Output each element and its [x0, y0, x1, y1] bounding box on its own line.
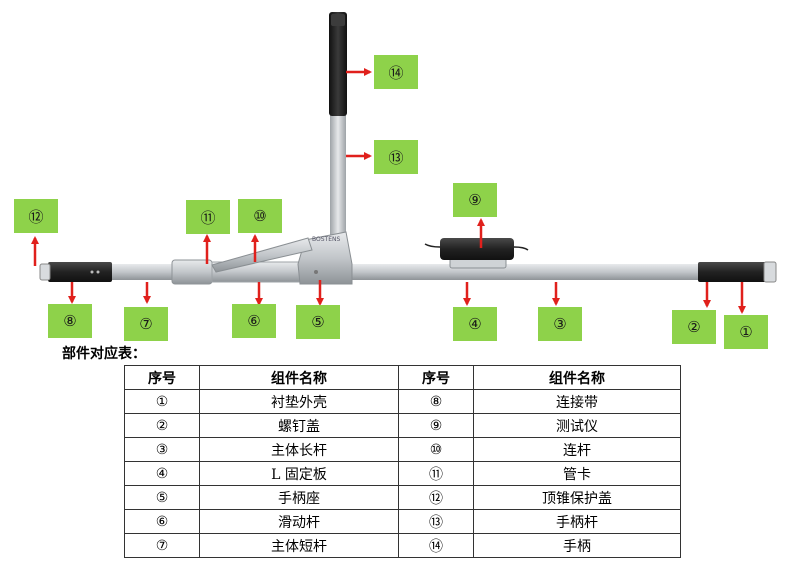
- callout-9: ⑨: [453, 183, 497, 217]
- cell-part: 手柄: [473, 533, 681, 558]
- cell-part: 滑动杆: [199, 509, 399, 534]
- callout-10: ⑩: [238, 199, 282, 233]
- callout-6: ⑥: [232, 304, 276, 338]
- callout-11: ⑪: [186, 200, 230, 234]
- callout-5: ⑤: [296, 305, 340, 339]
- cell-part: 连杆: [473, 437, 681, 462]
- cell-part: 顶锥保护盖: [473, 485, 681, 510]
- handle-grip: [329, 12, 347, 116]
- cell-index: ⑫: [398, 485, 474, 510]
- cell-index: ⑩: [398, 437, 474, 462]
- cell-index: ④: [124, 461, 200, 486]
- table-header-row: 序号 组件名称 序号 组件名称: [124, 365, 681, 390]
- cell-part: 主体长杆: [199, 437, 399, 462]
- cell-part: 连接带: [473, 389, 681, 414]
- callout-7: ⑦: [124, 307, 168, 341]
- cell-index: ⑦: [124, 533, 200, 558]
- header-component: 组件名称: [473, 365, 681, 390]
- cell-part: 管卡: [473, 461, 681, 486]
- handle-rod: [330, 110, 346, 270]
- header-index: 序号: [398, 365, 474, 390]
- legend-title: 部件对应表：: [62, 346, 146, 362]
- tester-body: [440, 238, 514, 260]
- right-end-grip: [698, 262, 766, 282]
- cell-part: 主体短杆: [199, 533, 399, 558]
- callout-8: ⑧: [48, 304, 92, 338]
- link-rod: [211, 237, 313, 273]
- callout-12: ⑫: [14, 199, 58, 233]
- cell-part: 手柄座: [199, 485, 399, 510]
- cell-index: ③: [124, 437, 200, 462]
- callout-1: ①: [724, 315, 768, 349]
- left-end-grip: [48, 262, 112, 282]
- callout-2: ②: [672, 310, 716, 344]
- cell-part: 螺钉盖: [199, 413, 399, 438]
- cell-index: ①: [124, 389, 200, 414]
- header-component: 组件名称: [199, 365, 399, 390]
- cell-index: ⑬: [398, 509, 474, 534]
- cell-part: 手柄杆: [473, 509, 681, 534]
- cell-index: ⑨: [398, 413, 474, 438]
- tool-diagram: BOSTENS: [31, 12, 777, 314]
- cell-part: L 固定板: [199, 461, 399, 486]
- handle-seat: [297, 231, 353, 285]
- callout-14: ⑭: [374, 55, 418, 89]
- callout-13: ⑬: [374, 140, 418, 174]
- header-index: 序号: [124, 365, 200, 390]
- callout-3: ③: [538, 307, 582, 341]
- device-label: BOSTENS: [312, 236, 340, 243]
- cell-index: ⑤: [124, 485, 200, 510]
- cell-part: 衬垫外壳: [199, 389, 399, 414]
- cell-index: ②: [124, 413, 200, 438]
- cell-part: 测试仪: [473, 413, 681, 438]
- cell-index: ⑧: [398, 389, 474, 414]
- cell-index: ⑭: [398, 533, 474, 558]
- cell-index: ⑪: [398, 461, 474, 486]
- cell-index: ⑥: [124, 509, 200, 534]
- callout-4: ④: [453, 307, 497, 341]
